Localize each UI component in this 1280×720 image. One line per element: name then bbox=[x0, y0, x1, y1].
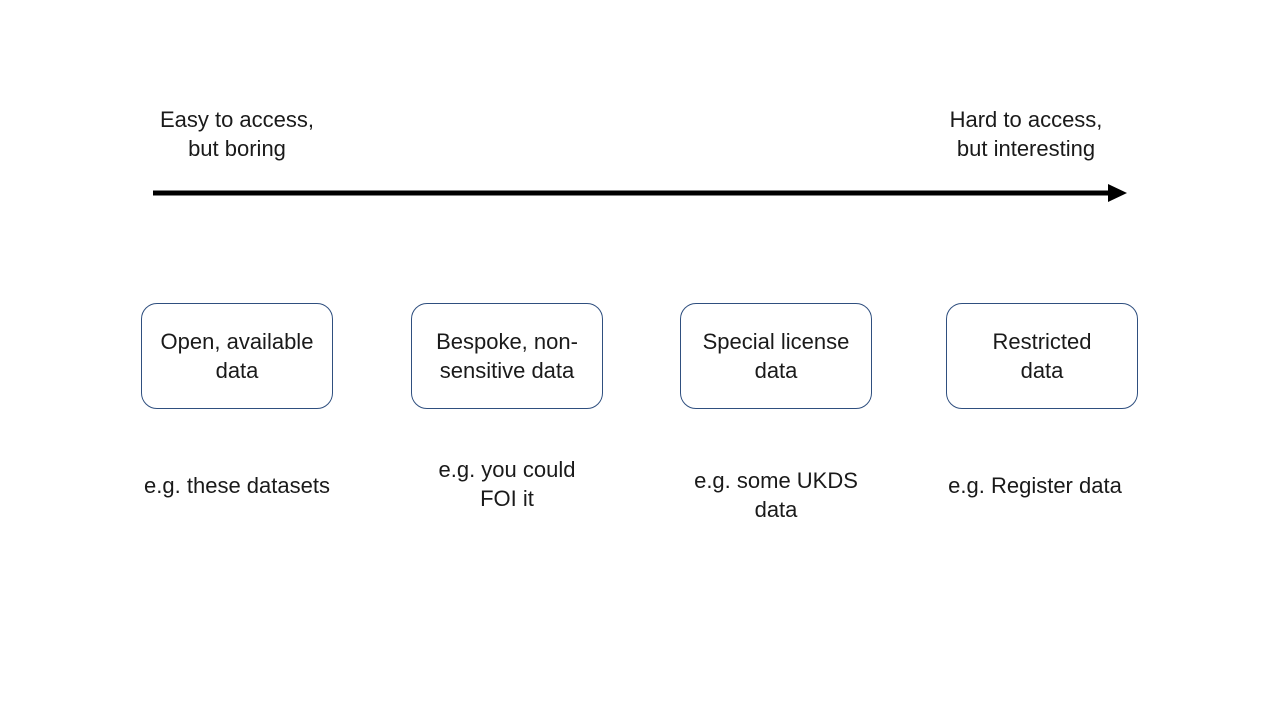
access-difficulty-arrow bbox=[153, 184, 1127, 202]
example-open: e.g. these datasets bbox=[144, 472, 330, 498]
category-box-bespoke: Bespoke, non- sensitive data bbox=[411, 303, 603, 409]
example-special-license: e.g. some UKDS data bbox=[694, 468, 858, 522]
axis-right-label: Hard to access, but interesting bbox=[949, 107, 1103, 161]
axis-left-label: Easy to access, but boring bbox=[159, 107, 315, 161]
arrow-head bbox=[1108, 184, 1127, 202]
example-restricted: e.g. Register data bbox=[948, 472, 1122, 498]
category-box-restricted: Restricted data bbox=[946, 303, 1138, 409]
example-bespoke: e.g. you could FOI it bbox=[438, 457, 576, 511]
category-box-open: Open, available data bbox=[141, 303, 333, 409]
category-box-special-license: Special license data bbox=[680, 303, 872, 409]
